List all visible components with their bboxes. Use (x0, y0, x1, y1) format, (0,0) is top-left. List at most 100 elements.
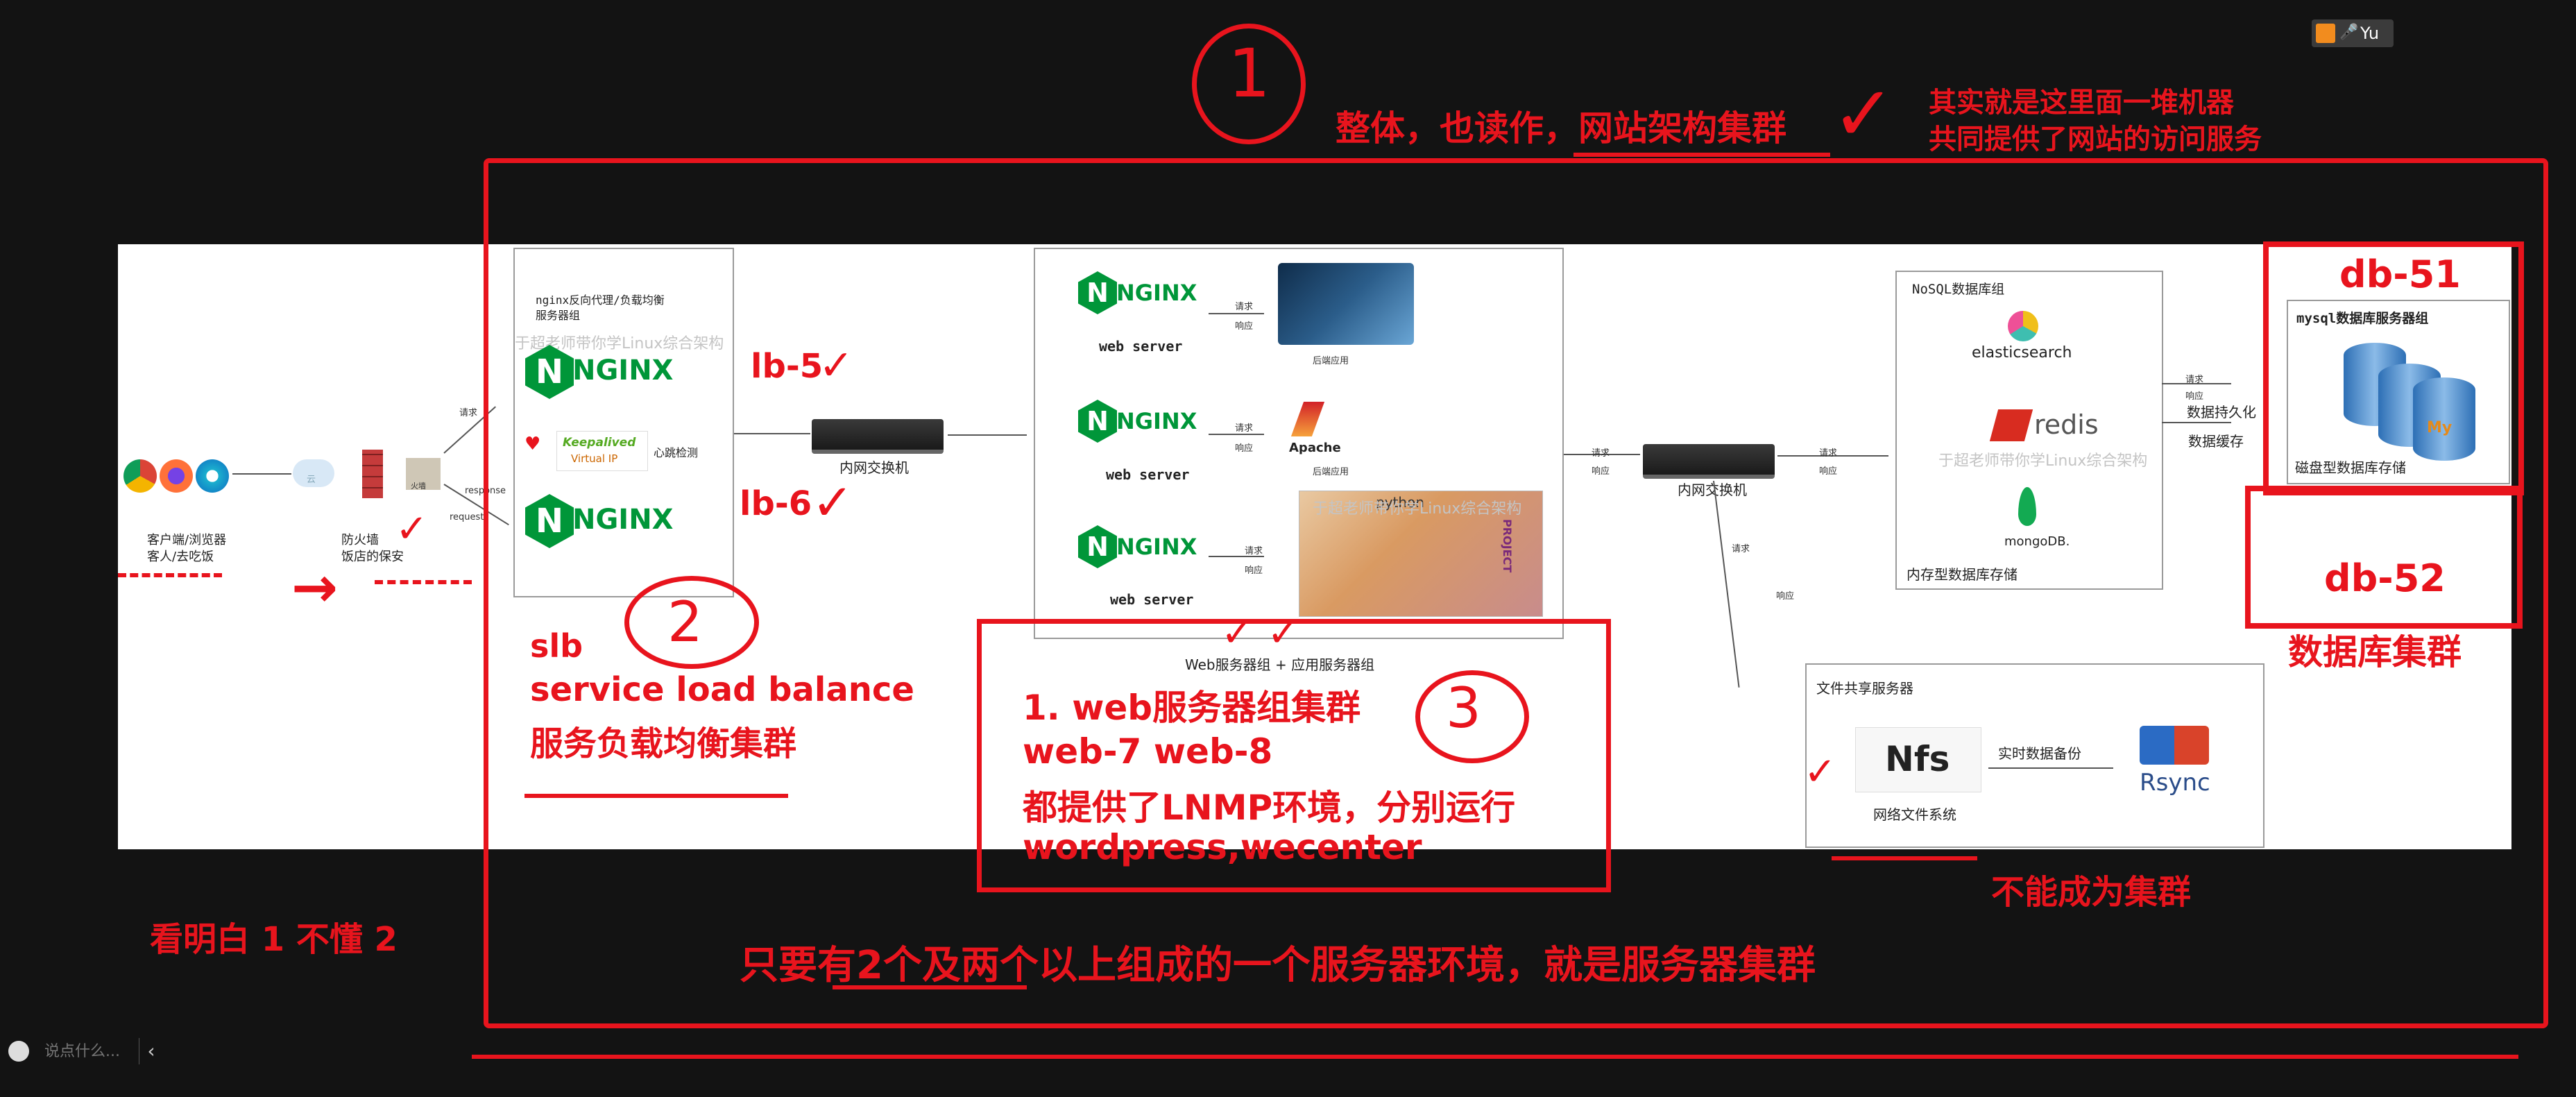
nginx-hex-icon-w2: N (1078, 400, 1117, 443)
collapse-icon[interactable]: ‹ (139, 1038, 163, 1064)
project-label: PROJECT (1501, 519, 1514, 573)
circle-three (1415, 670, 1529, 763)
web-server-label-3: web server (1110, 591, 1194, 608)
nginx-text: NGINX (572, 355, 674, 386)
emoji-icon[interactable] (8, 1041, 29, 1062)
mic-icon: 🎤 (2339, 24, 2359, 41)
understand-label: 看明白 1 不懂 2 (150, 920, 398, 959)
house-icon (406, 458, 441, 490)
circle-two-text: 2 (667, 590, 703, 654)
firewall-icon (362, 450, 383, 498)
lb6-label: lb-6 (740, 484, 812, 523)
user-name: Yu (2360, 24, 2380, 43)
web-server-label-1: web server (1099, 338, 1183, 355)
web-line-4: wordpress,wecenter (1023, 827, 1422, 867)
client-label-1: 客户端/浏览器 (147, 533, 227, 547)
resp-label-db: 响应 (2185, 391, 2204, 402)
nginx-logo-lb1: N NGINX (525, 339, 678, 405)
web-line-1: 1. web服务器组集群 (1023, 688, 1361, 728)
redis-label: redis (2034, 409, 2099, 440)
nginx-text-2: NGINX (572, 504, 674, 536)
slb-label: slb (530, 627, 583, 665)
summary-label: 只要有2个及两个以上组成的一个服务器环境，就是服务器集群 (740, 943, 1816, 988)
req-label-w3: 请求 (1245, 546, 1263, 556)
lb-group-title-1: nginx反向代理/负载均衡 (536, 294, 665, 307)
not-cluster-label: 不能成为集群 (1991, 873, 2192, 912)
laptop-code-image (1278, 263, 1414, 345)
nginx-text-w1: NGINX (1116, 280, 1197, 306)
big-red-frame (484, 158, 2548, 1028)
summary-underline (833, 985, 1027, 989)
req-label-db: 请求 (2185, 375, 2204, 385)
lb6-check: ✓ (812, 473, 854, 532)
backend-app-label-1: 后端应用 (1313, 356, 1349, 366)
web-line-3: 都提供了LNMP环境，分别运行 (1023, 788, 1516, 828)
elasticsearch-label: elasticsearch (1972, 344, 2072, 362)
db51-label: db-51 (2339, 253, 2461, 296)
house-icon-label: 火墙 (411, 482, 426, 491)
nfs-check: ✓ (1804, 749, 1836, 794)
nginx-logo-web1: N NGINX (1078, 270, 1203, 318)
heartbeat-label: 心跳检测 (654, 446, 699, 459)
client-arrow: → (291, 555, 339, 620)
memory-db-label: 内存型数据库存储 (1907, 566, 2018, 583)
circle-two (624, 576, 759, 669)
web-group-label: Web服务器组 + 应用服务器组 (1185, 656, 1375, 673)
cloud-icon-label: 云 (307, 475, 316, 485)
keepalived-text-2: Virtual IP (571, 452, 618, 465)
switch-web-arrow (948, 434, 1027, 436)
mysql-db-group: mysql数据库服务器组 My 磁盘型数据库存储 (2287, 300, 2510, 484)
resp-label-w3: 响应 (1245, 565, 1263, 576)
nginx-hex-icon: N (525, 345, 574, 399)
mongodb-leaf-icon (2018, 487, 2036, 526)
disk-db-label: 磁盘型数据库存储 (2295, 459, 2406, 476)
avatar-icon (2316, 24, 2335, 43)
web-cluster-box (977, 619, 1611, 892)
web2-app-arrow (1209, 434, 1264, 435)
switch-label-1: 内网交换机 (839, 459, 909, 476)
web-checks: ✓ ✓ (1221, 611, 1300, 656)
req-label-w2: 请求 (1235, 423, 1254, 434)
nginx-hex-icon-w3: N (1078, 525, 1117, 568)
python-project-image: python PROJECT (1299, 491, 1543, 617)
watermark-web: 于超老师带你学Linux综合架构 (1313, 500, 1522, 518)
header-note-1: 其实就是这里面一堆机器 (1929, 87, 2234, 119)
nfs-logo: Nfs (1855, 727, 1981, 792)
req-label-s2b: 请求 (1819, 448, 1838, 459)
python-label: python (1376, 494, 1424, 511)
client-scribble (118, 573, 222, 577)
persist-label: 数据持久化 (2187, 404, 2256, 420)
circle-one-text: 1 (1228, 35, 1271, 112)
client-label-2: 客人/去吃饭 (147, 550, 214, 564)
web3-app-arrow (1209, 556, 1264, 557)
resp-label-w1: 响应 (1235, 321, 1254, 332)
req-label-s2a: 请求 (1592, 448, 1610, 459)
lb5-check: ✓ (819, 341, 854, 390)
web-server-label-2: web server (1106, 466, 1190, 483)
nginx-logo-web3: N NGINX (1078, 524, 1203, 572)
bottom-red-line (472, 1055, 2518, 1059)
cache-label: 数据缓存 (2188, 433, 2244, 450)
db52-label: db-52 (2324, 556, 2446, 600)
db52-box (2245, 486, 2523, 629)
apache-label: Apache (1289, 441, 1341, 455)
edge-icon (196, 459, 229, 493)
nosql-mysql-arrow (2162, 383, 2231, 384)
resp-label-w2: 响应 (1235, 443, 1254, 454)
web1-app-arrow (1209, 313, 1264, 314)
lb-group-title-2: 服务器组 (536, 309, 581, 322)
backend-app-label-2: 后端应用 (1313, 467, 1349, 477)
nginx-hex-icon-2: N (525, 494, 574, 548)
mongodb-label: mongoDB. (2004, 534, 2070, 549)
nginx-text-w3: NGINX (1116, 534, 1197, 560)
switch-icon-1 (812, 419, 944, 454)
heart-icon: ♥ (524, 434, 541, 454)
req-label-s2c: 请求 (1732, 544, 1750, 554)
keepalived-text-1: Keepalived (563, 436, 636, 450)
switch2-nosql-arrow (1777, 455, 1888, 457)
chat-input[interactable] (43, 1037, 136, 1066)
keepalived-box: Keepalived Virtual IP (556, 431, 648, 471)
rsync-icon (2140, 726, 2209, 765)
persist-arrow (2162, 422, 2231, 423)
user-badge[interactable]: 🎤 Yu (2312, 19, 2394, 47)
